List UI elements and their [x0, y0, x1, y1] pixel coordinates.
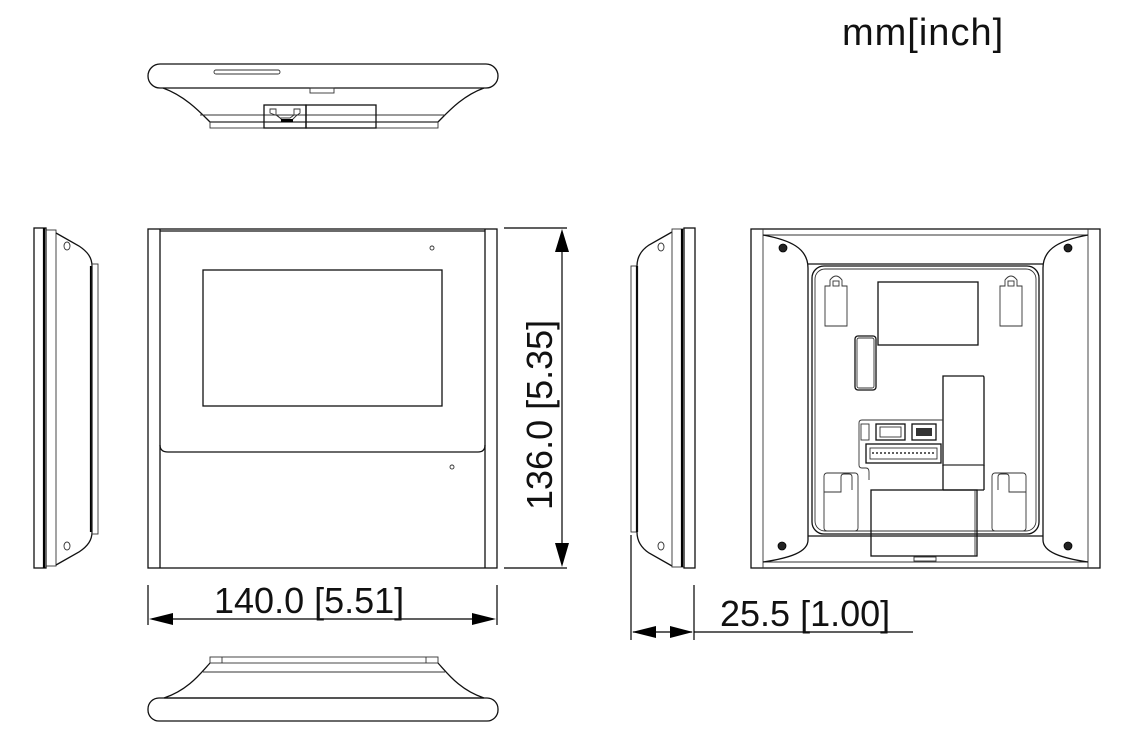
screw-icon [778, 243, 788, 253]
bottom-view [147, 656, 499, 722]
width-dimension-label: 140.0 [5.51] [214, 580, 404, 621]
top-view [147, 63, 499, 129]
width-dimension: 140.0 [5.51] [147, 580, 498, 625]
depth-dimension: 25.5 [1.00] [632, 585, 913, 640]
height-dimension: 136.0 [5.35] [504, 227, 569, 569]
units-label: mm[inch] [842, 12, 1005, 54]
screw-icon [1063, 243, 1073, 253]
front-view [147, 228, 498, 569]
rear-view [750, 228, 1101, 569]
screw-icon [777, 541, 787, 551]
right-side-view [630, 227, 696, 640]
left-side-view [33, 227, 99, 569]
display-screen [202, 269, 443, 407]
height-dimension-label: 136.0 [5.35] [519, 320, 560, 510]
screw-icon [1063, 541, 1073, 551]
depth-dimension-label: 25.5 [1.00] [720, 593, 890, 634]
